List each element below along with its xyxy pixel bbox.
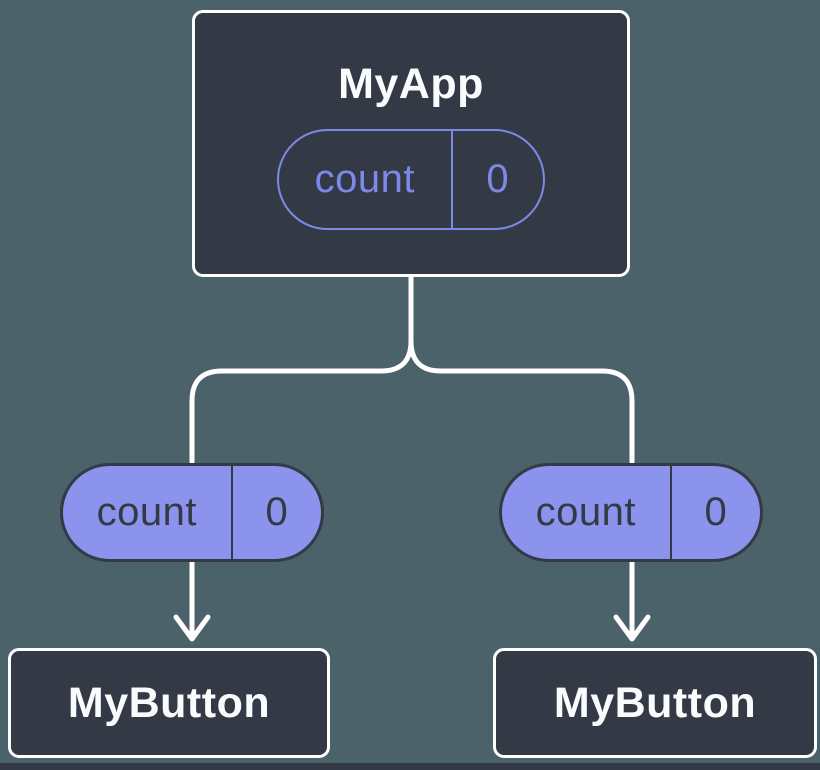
connector-root-to-right-child [408,274,635,469]
cropped-bottom-element-strip [0,763,820,770]
state-pill-value: 0 [486,157,510,201]
arrow-right-head [613,614,651,642]
node-myapp-title: MyApp [338,60,484,108]
prop-pill-left-label: count [63,466,233,559]
prop-pill-right-label: count [502,466,672,559]
node-mybutton-right-title: MyButton [553,678,757,727]
arrow-left-head [173,614,211,642]
state-pill-myapp: count 0 [277,129,545,230]
prop-pill-left-value: 0 [265,490,289,534]
prop-pill-left: count 0 [60,463,324,562]
prop-pill-right-value: 0 [704,490,728,534]
connector-root-to-left-child [189,274,414,469]
state-pill-label: count [279,131,453,228]
node-mybutton-left: MyButton [8,648,330,758]
node-myapp: MyApp count 0 [192,10,630,277]
prop-pill-right: count 0 [499,463,763,562]
node-mybutton-right: MyButton [493,648,817,758]
node-mybutton-left-title: MyButton [67,678,271,727]
